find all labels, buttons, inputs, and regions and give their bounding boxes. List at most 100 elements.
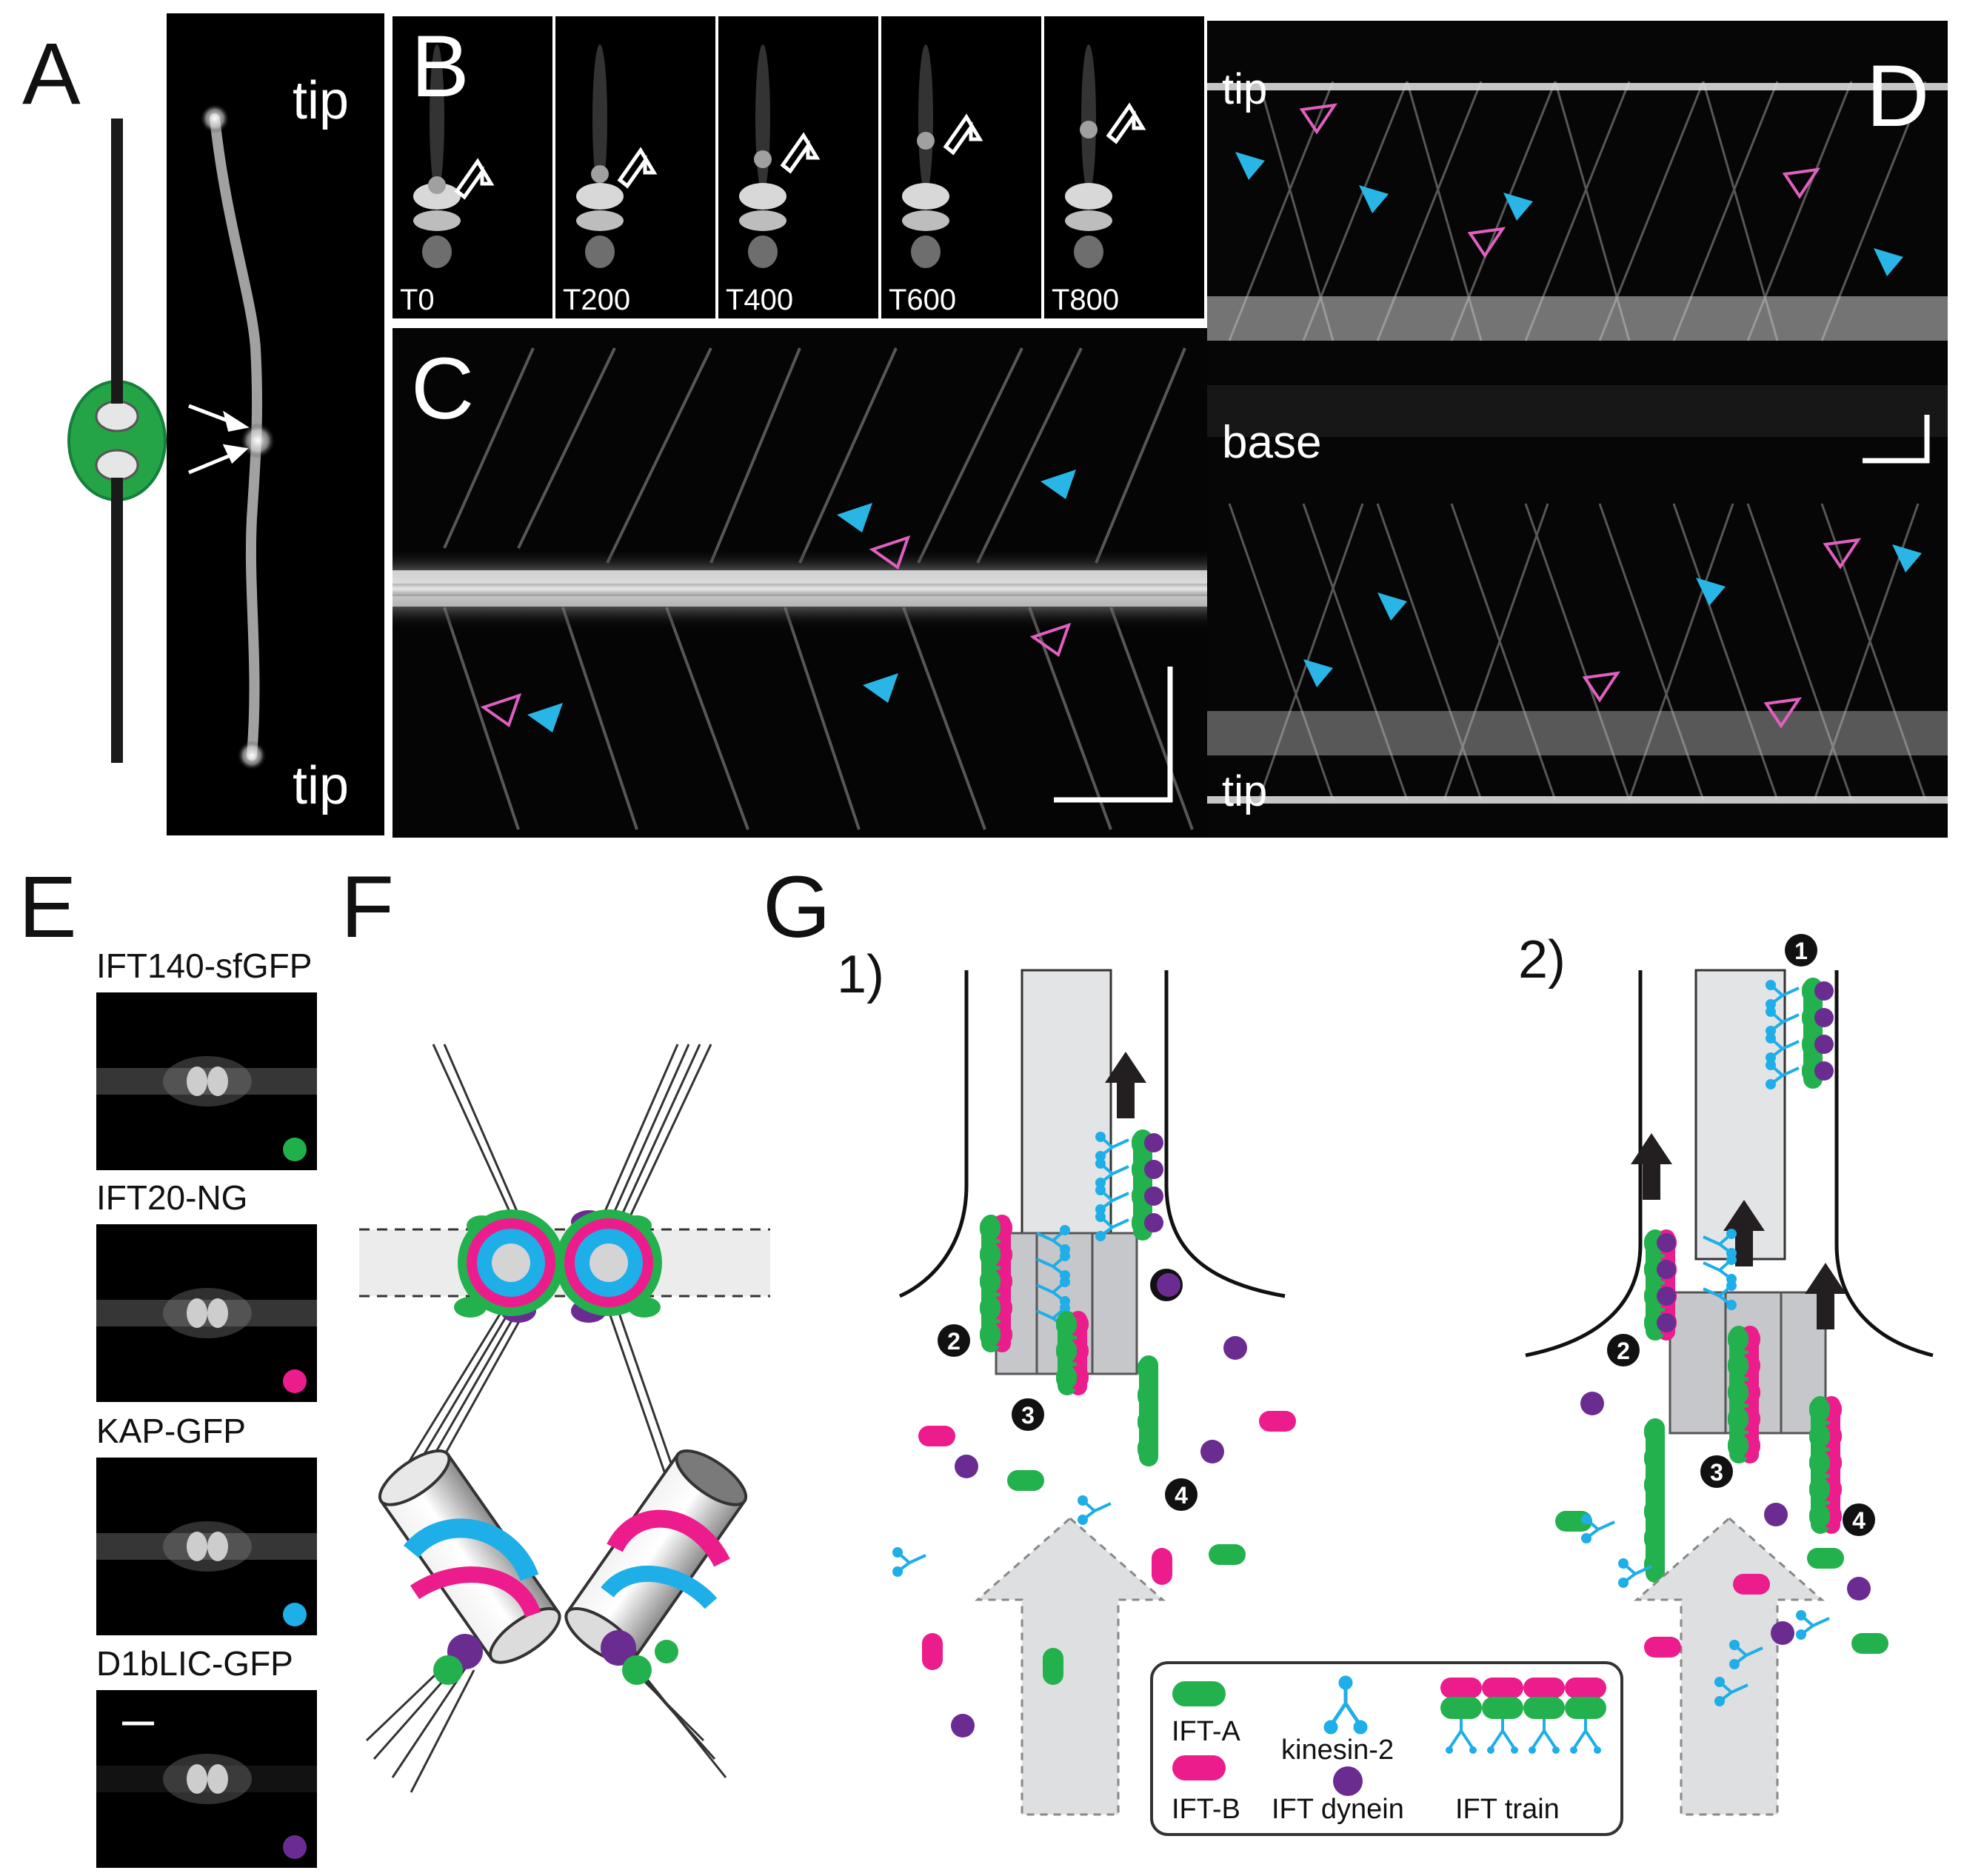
ift-b-particle bbox=[922, 1633, 943, 1670]
legend-ift-b: IFT-B bbox=[1172, 1794, 1240, 1825]
legend-kinesin: kinesin-2 bbox=[1281, 1735, 1394, 1766]
frame-pointer-arrow bbox=[943, 113, 983, 156]
ift-dynein-particle bbox=[951, 1714, 975, 1738]
step-marker-4: 4 bbox=[1165, 1478, 1198, 1511]
ift-dynein-particle bbox=[955, 1455, 978, 1478]
kinesin-2-motor bbox=[1766, 980, 1800, 1009]
panel-g-label: G bbox=[763, 858, 831, 956]
kinesin-2-motor bbox=[1703, 1281, 1737, 1310]
step-marker-4: 4 bbox=[1843, 1503, 1875, 1536]
ift-a-particle bbox=[1807, 1548, 1844, 1569]
ift-a-particle bbox=[1043, 1648, 1063, 1685]
anterograde-arrowhead bbox=[1892, 544, 1922, 573]
retrograde-arrowhead bbox=[1782, 167, 1821, 199]
frame-pointer-arrow bbox=[617, 147, 658, 189]
panel-c: C bbox=[393, 328, 1207, 838]
kinesin-2-motor bbox=[1581, 1514, 1615, 1543]
ift-b-particle bbox=[1644, 1637, 1681, 1658]
retrograde-arrowhead bbox=[1029, 622, 1072, 658]
panel-a-label: A bbox=[22, 25, 81, 123]
panel-a-tip-top: tip bbox=[293, 71, 349, 130]
ift-dynein-particle bbox=[1223, 1336, 1247, 1360]
retrograde-arrowhead bbox=[480, 692, 522, 728]
e-color-dot bbox=[283, 1835, 307, 1859]
step-marker-3: 3 bbox=[1012, 1398, 1044, 1431]
ift-train bbox=[1644, 1418, 1665, 1583]
ift-dynein-particle bbox=[1157, 1273, 1180, 1297]
retrograde-arrowhead bbox=[1299, 103, 1338, 135]
ift-a-particle bbox=[1209, 1544, 1246, 1565]
step-marker-1: 1 bbox=[1785, 934, 1817, 967]
panel-d-base: base bbox=[1222, 417, 1321, 468]
g-legend: IFT-A IFT-B kinesin-2 IFT dynein IFT tra… bbox=[1150, 1661, 1623, 1836]
panel-a: A tip tip bbox=[22, 13, 384, 835]
kinesin-2-motor bbox=[1078, 1495, 1112, 1525]
anterograde-arrowhead bbox=[1303, 659, 1333, 687]
svg-text:3: 3 bbox=[1710, 1459, 1723, 1486]
kinesin-2-motor bbox=[1766, 1033, 1800, 1063]
ift-dynein-particle bbox=[1764, 1503, 1788, 1526]
ift-train bbox=[1809, 1396, 1842, 1534]
panel-a-tip-bottom: tip bbox=[293, 756, 349, 815]
retrograde-arrowhead bbox=[1823, 538, 1862, 570]
frame-T0: T0 bbox=[393, 16, 555, 318]
step-marker-3: 3 bbox=[1700, 1455, 1733, 1488]
anterograde-arrowhead bbox=[1359, 185, 1389, 213]
ift-train bbox=[1766, 978, 1834, 1089]
svg-text:2: 2 bbox=[1617, 1338, 1630, 1364]
kinesin-2-motor bbox=[1729, 1640, 1763, 1669]
panel-c-scalebar bbox=[1054, 667, 1173, 803]
basal-body-arrows bbox=[188, 404, 250, 475]
e-color-dot bbox=[283, 1603, 307, 1626]
timepoint-label: T400 bbox=[726, 284, 793, 316]
panel-d-scalebar bbox=[1863, 415, 1930, 464]
e-image-label: IFT140-sfGFP bbox=[96, 947, 312, 985]
anterograde-arrowhead bbox=[1235, 152, 1265, 180]
timepoint-label: T0 bbox=[400, 284, 435, 316]
legend-ift-a: IFT-A bbox=[1172, 1716, 1241, 1747]
kinesin-2-motor bbox=[1095, 1212, 1129, 1241]
anterograde-arrowhead bbox=[527, 703, 563, 732]
g1-big-arrow bbox=[975, 1517, 1166, 1816]
anterograde-arrowhead bbox=[1503, 193, 1533, 221]
basal-body-top-view-left bbox=[454, 1209, 564, 1323]
e-image-IFT140-sfGFP: IFT140-sfGFP bbox=[96, 947, 317, 1170]
ift-b-particle bbox=[1259, 1411, 1296, 1432]
kinesin-2-motor bbox=[1095, 1132, 1129, 1161]
ift-train bbox=[1644, 1229, 1677, 1341]
basal-body-top-view-right bbox=[555, 1209, 662, 1323]
frame-T800: T800 bbox=[1044, 16, 1207, 318]
anterograde-arrowhead bbox=[1041, 470, 1076, 499]
legend-train-icon bbox=[1440, 1678, 1606, 1754]
frame-pointer-arrow bbox=[780, 132, 821, 174]
step-marker-2: 2 bbox=[1607, 1334, 1640, 1366]
panel-e-label: E bbox=[19, 858, 77, 956]
anterograde-arrowhead bbox=[1874, 248, 1903, 276]
timepoint-label: T600 bbox=[889, 284, 956, 316]
ift-a-particle bbox=[1007, 1470, 1044, 1491]
e-color-dot bbox=[283, 1138, 307, 1161]
ift-b-particle bbox=[1152, 1548, 1172, 1585]
kymograph-d-traces bbox=[1228, 81, 1927, 801]
e-image-KAP-GFP: KAP-GFP bbox=[96, 1412, 317, 1635]
e-image-label: D1bLIC-GFP bbox=[96, 1644, 293, 1683]
ift-dynein-particle bbox=[1580, 1392, 1604, 1415]
kinesin-2-motor bbox=[1095, 1185, 1129, 1215]
frame-T600: T600 bbox=[881, 16, 1044, 318]
timepoint-label: T200 bbox=[563, 284, 630, 316]
svg-text:3: 3 bbox=[1021, 1402, 1035, 1429]
panel-b-label: B bbox=[411, 18, 470, 116]
panel-c-label: C bbox=[411, 340, 474, 438]
ift-train bbox=[1138, 1355, 1158, 1466]
panel-d-tip-top: tip bbox=[1222, 65, 1267, 113]
e-image-IFT20-NG: IFT20-NG bbox=[96, 1178, 317, 1402]
basal-body-side-view-right bbox=[564, 1449, 748, 1778]
ift-b-particle bbox=[1733, 1574, 1770, 1595]
anterograde-arrowhead bbox=[863, 673, 898, 703]
retrograde-arrowhead bbox=[1582, 671, 1621, 703]
anterograde-arrowhead bbox=[837, 503, 872, 533]
panel-g-sub1: 1) bbox=[837, 945, 884, 1004]
ift-a-particle bbox=[1851, 1633, 1888, 1654]
ift-train bbox=[1728, 1326, 1760, 1463]
